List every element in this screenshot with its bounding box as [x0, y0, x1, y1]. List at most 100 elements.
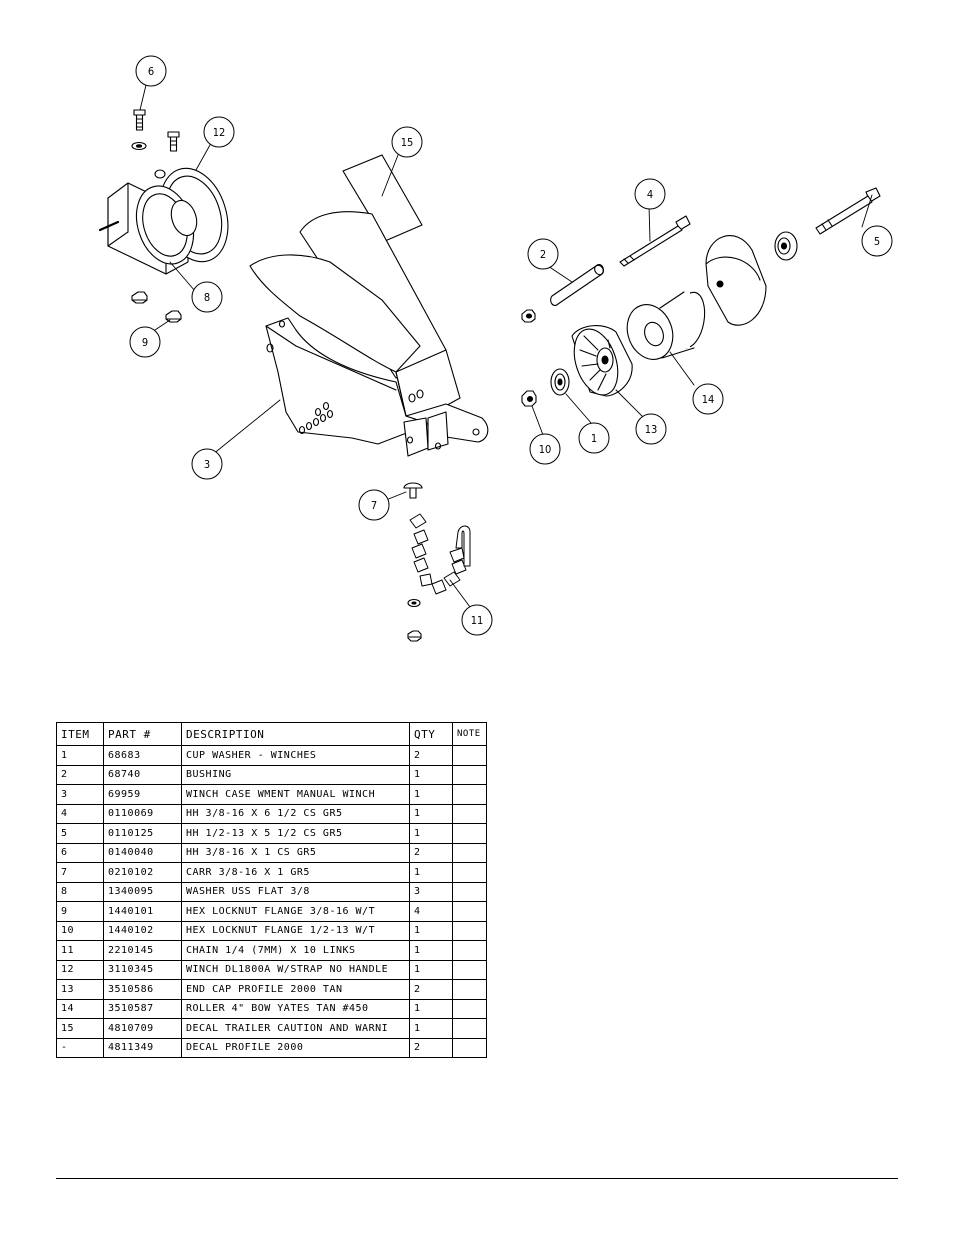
cell-part-number: 69959: [103, 784, 182, 805]
cell-note: [452, 940, 487, 961]
cell-item: 9: [56, 901, 104, 922]
cell-description: HEX LOCKNUT FLANGE 1/2-13 W/T: [181, 920, 410, 941]
cell-qty: 2: [409, 745, 453, 766]
cell-note: [452, 823, 487, 844]
cell-description: CHAIN 1/4 (7MM) X 10 LINKS: [181, 940, 410, 961]
exploded-assembly-diagram: 6 12 15 4 2 5 8 9 3 14 13 1 10 7 11: [98, 55, 893, 642]
end-cap-part-13-upper: [705, 235, 767, 326]
svg-text:2: 2: [540, 248, 546, 261]
winch-part-12: [98, 167, 229, 275]
cell-item: 13: [56, 979, 104, 1000]
cell-description: CUP WASHER - WINCHES: [181, 745, 410, 766]
svg-text:14: 14: [702, 393, 715, 406]
cell-item: 12: [56, 959, 104, 980]
cell-note: [452, 979, 487, 1000]
cell-description: BUSHING: [181, 764, 410, 785]
cell-item: 11: [56, 940, 104, 961]
cell-description: CARR 3/8-16 X 1 GR5: [181, 862, 410, 883]
locknut-part-9-right: [521, 309, 536, 323]
cell-description: HH 3/8-16 X 6 1/2 CS GR5: [181, 803, 410, 824]
cell-part-number: 0140040: [103, 842, 182, 863]
cell-part-number: 3510586: [103, 979, 182, 1000]
cell-note: [452, 803, 487, 824]
cell-item: 8: [56, 881, 104, 902]
chain-part-11: [409, 513, 471, 595]
cell-part-number: 0110125: [103, 823, 182, 844]
header-item: ITEM: [56, 722, 104, 746]
svg-text:4: 4: [647, 188, 653, 201]
svg-text:13: 13: [645, 423, 658, 436]
cell-item: 10: [56, 920, 104, 941]
header-description: DESCRIPTION: [181, 722, 410, 746]
svg-text:7: 7: [371, 499, 377, 512]
cell-note: [452, 881, 487, 902]
cell-qty: 1: [409, 862, 453, 883]
svg-text:9: 9: [142, 336, 148, 349]
svg-text:15: 15: [401, 136, 414, 149]
callout-6: 6: [135, 55, 167, 87]
cell-qty: 1: [409, 998, 453, 1019]
header-part-number: PART #: [103, 722, 182, 746]
cell-qty: 1: [409, 803, 453, 824]
header-qty: QTY: [409, 722, 453, 746]
cell-item: 1: [56, 745, 104, 766]
callout-8: 8: [191, 281, 223, 313]
cell-qty: 2: [409, 979, 453, 1000]
bolt-part-6: [133, 109, 180, 152]
cell-qty: 2: [409, 842, 453, 863]
cell-item: 2: [56, 764, 104, 785]
table-header-row: ITEM PART # DESCRIPTION QTY NOTE: [56, 722, 487, 746]
cell-note: [452, 862, 487, 883]
svg-text:5: 5: [874, 235, 880, 248]
cell-part-number: 3510587: [103, 998, 182, 1019]
cell-item: -: [56, 1037, 104, 1058]
roller-part-14: [626, 291, 706, 360]
cell-description: WINCH DL1800A W/STRAP NO HANDLE: [181, 959, 410, 980]
cell-description: WASHER USS FLAT 3/8: [181, 881, 410, 902]
cell-part-number: 1440101: [103, 901, 182, 922]
footer-rule: [56, 1178, 898, 1179]
cell-description: WINCH CASE WMENT MANUAL WINCH: [181, 784, 410, 805]
cell-note: [452, 745, 487, 766]
cell-description: DECAL PROFILE 2000: [181, 1037, 410, 1058]
callout-15: 15: [391, 126, 423, 158]
bushing-part-2: [550, 263, 604, 307]
bolt-part-4: [619, 215, 691, 267]
callout-10: 10: [529, 433, 561, 465]
callout-3: 3: [191, 448, 223, 480]
cell-part-number: 0210102: [103, 862, 182, 883]
cell-description: HH 1/2-13 X 5 1/2 CS GR5: [181, 823, 410, 844]
cell-qty: 1: [409, 1018, 453, 1039]
balloon-callouts: 6 12 15 4 2 5 8 9 3 14 13 1 10 7 11: [129, 55, 893, 636]
svg-text:11: 11: [471, 614, 484, 627]
cell-qty: 1: [409, 823, 453, 844]
carriage-bolt-part-7: [403, 482, 423, 499]
cell-note: [452, 1037, 487, 1058]
svg-text:3: 3: [204, 458, 210, 471]
svg-text:10: 10: [539, 443, 552, 456]
callout-11: 11: [461, 604, 493, 636]
cell-description: DECAL TRAILER CAUTION AND WARNI: [181, 1018, 410, 1039]
cell-note: [452, 842, 487, 863]
leader-lines: [139, 84, 873, 608]
callout-12: 12: [203, 116, 235, 148]
callout-1: 1: [578, 422, 610, 454]
cup-washer-part-1-bottom: [550, 368, 570, 396]
svg-text:12: 12: [213, 126, 226, 139]
cell-note: [452, 1018, 487, 1039]
cell-description: HH 3/8-16 X 1 CS GR5: [181, 842, 410, 863]
cell-qty: 1: [409, 920, 453, 941]
cell-note: [452, 920, 487, 941]
cell-part-number: 4811349: [103, 1037, 182, 1058]
cell-part-number: 68683: [103, 745, 182, 766]
cell-item: 5: [56, 823, 104, 844]
cell-qty: 1: [409, 784, 453, 805]
cell-part-number: 3110345: [103, 959, 182, 980]
